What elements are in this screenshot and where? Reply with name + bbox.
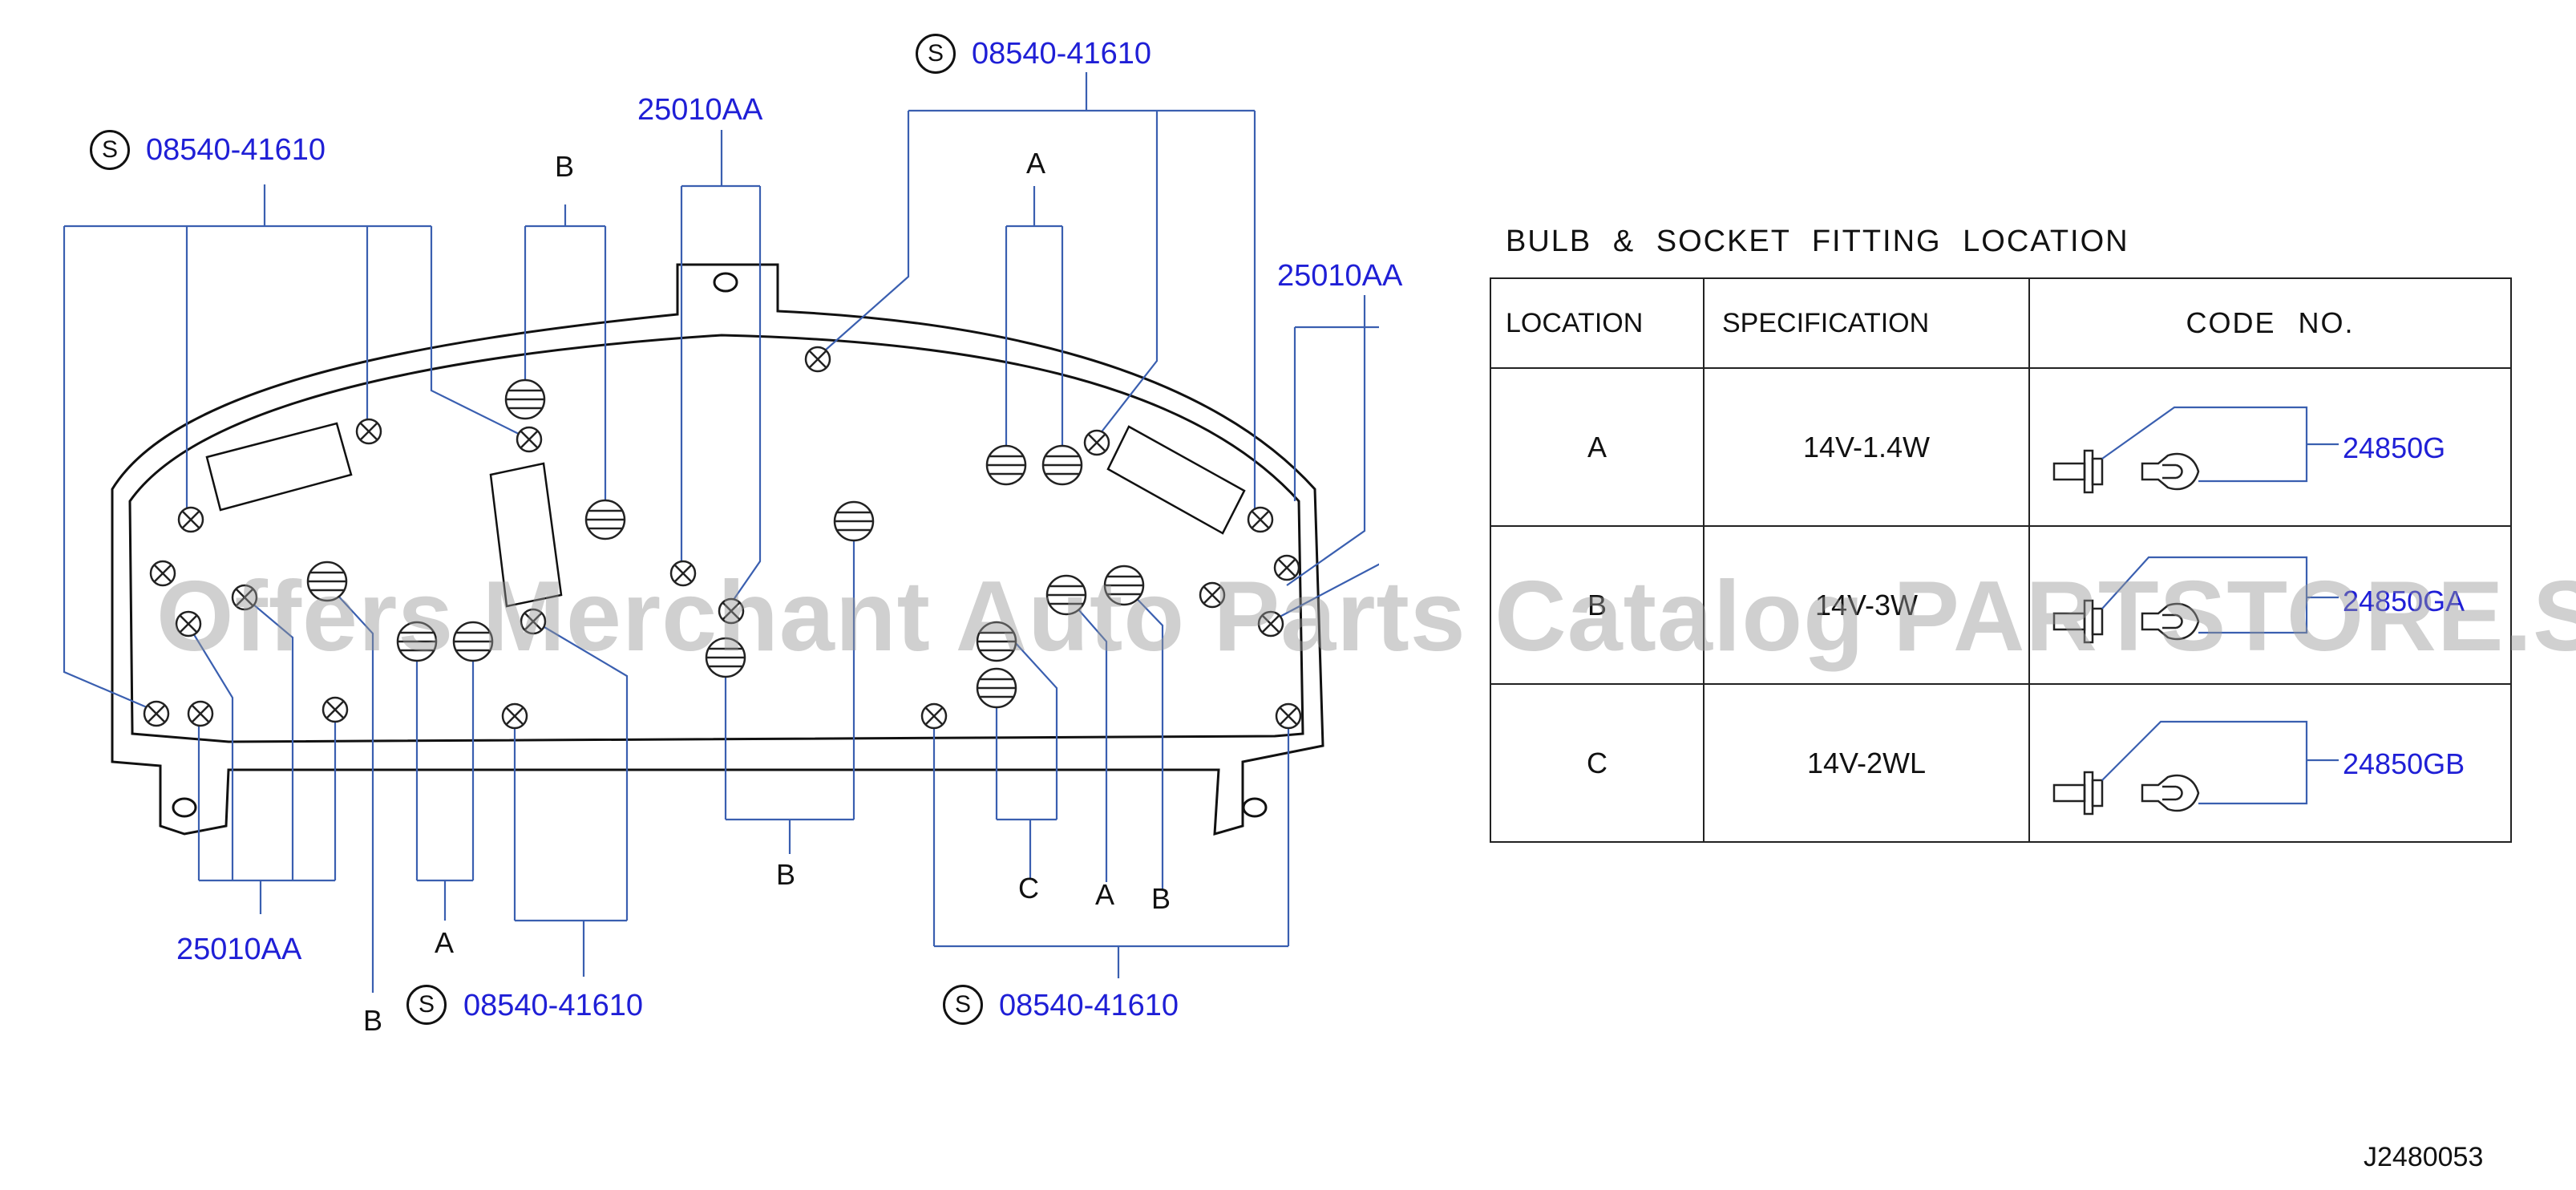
header-code-no: CODE NO.: [2028, 277, 2512, 369]
instrument-cluster-drawing: [63, 72, 1379, 993]
leader-lines: [63, 72, 1379, 993]
code-cell: 24850G: [2028, 367, 2512, 527]
bulb-socket-icon: [2052, 406, 2339, 494]
table-row: A 14V-1.4W 24850G: [1490, 367, 2512, 527]
drawing-code: J2480053: [2364, 1142, 2484, 1172]
header-specification: SPECIFICATION: [1703, 277, 2030, 369]
bulbs: [306, 378, 1145, 709]
table-row: B 14V-3W 24850GA: [1490, 525, 2512, 685]
header-location: LOCATION: [1490, 277, 1705, 369]
location-letter: B: [1151, 882, 1171, 915]
specification-cell: 14V-3W: [1703, 525, 2030, 685]
bulb-socket-icon: [2052, 556, 2339, 644]
location-cell: B: [1490, 525, 1705, 685]
gauge-windows: [205, 422, 1246, 608]
location-cell: C: [1490, 683, 1705, 843]
table-title: BULB & SOCKET FITTING LOCATION: [1506, 225, 2129, 258]
location-letter: A: [1095, 878, 1115, 911]
cluster-housing-outline: [111, 263, 1324, 836]
part-number-screw-top-left[interactable]: 08540-41610: [146, 133, 326, 167]
bulb-socket-icon: [2052, 720, 2339, 816]
s-symbol: S: [943, 985, 983, 1025]
part-number-socket-top-mid[interactable]: 25010AA: [637, 93, 763, 127]
location-letter: B: [363, 1004, 383, 1037]
location-letter: B: [555, 150, 575, 183]
location-letter: B: [776, 858, 796, 891]
code-number-link[interactable]: 24850GA: [2343, 585, 2465, 617]
code-cell: 24850GA: [2028, 525, 2512, 685]
part-number-screw-top-right[interactable]: 08540-41610: [972, 37, 1151, 71]
location-cell: A: [1490, 367, 1705, 527]
part-number-screw-bottom-mid[interactable]: 08540-41610: [463, 989, 643, 1022]
s-symbol: S: [916, 34, 956, 74]
specification-cell: 14V-2WL: [1703, 683, 2030, 843]
location-letter: A: [1026, 147, 1046, 180]
s-symbol: S: [90, 130, 130, 170]
code-number-link[interactable]: 24850G: [2343, 431, 2446, 464]
table-row: C 14V-2WL 24850GB: [1490, 683, 2512, 843]
code-number-link[interactable]: 24850GB: [2343, 747, 2465, 780]
location-letter: A: [435, 926, 455, 959]
specification-cell: 14V-1.4W: [1703, 367, 2030, 527]
part-number-socket-bottom-left[interactable]: 25010AA: [176, 933, 302, 966]
part-number-socket-right[interactable]: 25010AA: [1277, 259, 1403, 293]
code-cell: 24850GB: [2028, 683, 2512, 843]
bulb-socket-table: LOCATION SPECIFICATION CODE NO. A 14V-1.…: [1490, 277, 2512, 843]
location-letter: C: [1018, 872, 1039, 905]
table-header-row: LOCATION SPECIFICATION CODE NO.: [1490, 277, 2512, 369]
s-symbol: S: [406, 985, 447, 1025]
part-number-screw-bottom-right[interactable]: 08540-41610: [999, 989, 1179, 1022]
